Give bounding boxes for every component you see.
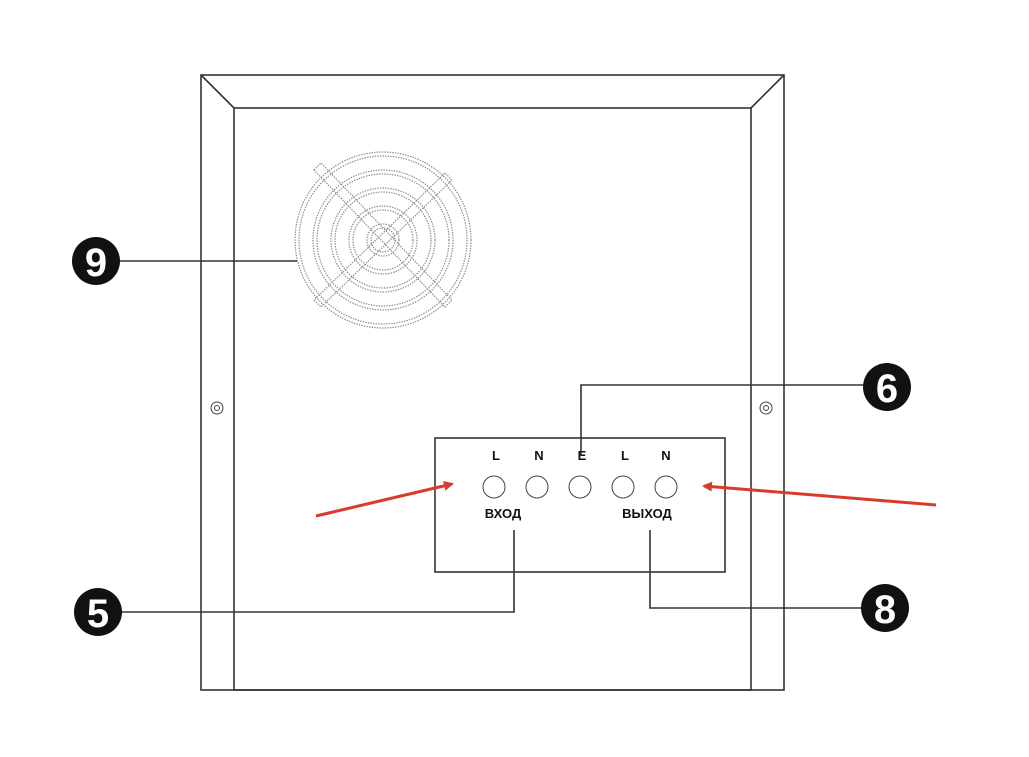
- frame-corner-left: [201, 75, 234, 108]
- cabinet: [201, 75, 784, 690]
- terminal-socket-n-output: [655, 476, 677, 498]
- leader-line-ground: [581, 385, 866, 456]
- callout-5: 5: [74, 588, 122, 636]
- arrow-output: [704, 486, 936, 505]
- terminal-label-e: E: [578, 448, 587, 463]
- leader-line-output: [650, 530, 864, 608]
- cabinet-outer-frame: [201, 75, 784, 690]
- terminal-socket-e: [569, 476, 591, 498]
- terminal-label-l-output: L: [621, 448, 629, 463]
- fan-grille: [295, 152, 471, 328]
- terminal-socket-l-input: [483, 476, 505, 498]
- output-label: ВЫХОД: [622, 506, 672, 521]
- svg-text:9: 9: [85, 241, 107, 285]
- screw-left: [211, 402, 223, 414]
- terminal-label-n-output: N: [661, 448, 670, 463]
- svg-text:5: 5: [87, 592, 109, 636]
- frame-corner-right: [751, 75, 784, 108]
- terminal-socket-l-output: [612, 476, 634, 498]
- terminal-label-l-input: L: [492, 448, 500, 463]
- input-label: ВХОД: [485, 506, 522, 521]
- svg-text:6: 6: [876, 367, 898, 411]
- screw-right: [760, 402, 772, 414]
- callout-8: 8: [861, 584, 909, 632]
- callout-6: 6: [863, 363, 911, 411]
- leader-line-input: [118, 530, 514, 612]
- callout-9: 9: [72, 237, 120, 285]
- terminal-socket-n-input: [526, 476, 548, 498]
- svg-text:8: 8: [874, 588, 896, 632]
- arrow-input: [316, 484, 452, 516]
- terminal-label-n-input: N: [534, 448, 543, 463]
